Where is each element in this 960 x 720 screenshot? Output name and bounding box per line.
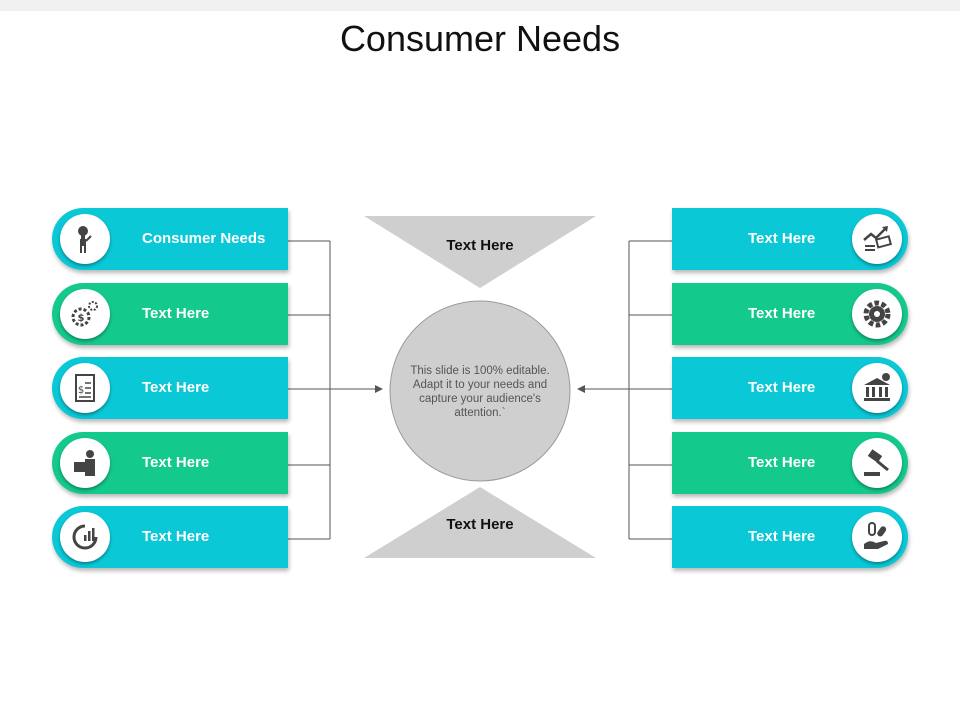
- right-card-3[interactable]: Text Here: [672, 357, 908, 419]
- right-card-3-label: Text Here: [748, 379, 816, 396]
- left-card-1[interactable]: Consumer Needs: [52, 208, 288, 270]
- right-card-5-label: Text Here: [748, 528, 816, 545]
- right-card-2-label: Text Here: [748, 305, 816, 322]
- left-card-2[interactable]: $ Text Here: [52, 283, 288, 345]
- right-connector: [577, 240, 672, 540]
- dollar-gears-icon: $: [60, 289, 110, 339]
- left-card-5[interactable]: Text Here: [52, 506, 288, 568]
- svg-text:$: $: [78, 385, 84, 396]
- right-card-4-label: Text Here: [748, 454, 816, 471]
- gavel-icon: [852, 438, 902, 488]
- right-card-1-label: Text Here: [748, 230, 816, 247]
- right-card-2[interactable]: Text Here: [672, 283, 908, 345]
- money-growth-icon: [852, 214, 902, 264]
- slide-title: Consumer Needs: [339, 18, 621, 59]
- bank-icon: [852, 363, 902, 413]
- bottom-triangle: [364, 487, 596, 558]
- pie-chart-icon: [60, 512, 110, 562]
- top-triangle-label: Text Here: [446, 237, 514, 254]
- pill-hand-icon: [852, 512, 902, 562]
- right-card-4[interactable]: Text Here: [672, 432, 908, 494]
- svg-text:$: $: [78, 313, 85, 324]
- left-card-2-label: Text Here: [142, 305, 210, 322]
- left-card-1-label: Consumer Needs: [142, 230, 266, 247]
- center-circle: [389, 300, 571, 482]
- bottom-triangle-label: Text Here: [446, 516, 514, 533]
- left-card-5-label: Text Here: [142, 528, 210, 545]
- right-card-5[interactable]: Text Here: [672, 506, 908, 568]
- invoice-icon: $: [60, 363, 110, 413]
- left-card-3-label: Text Here: [142, 379, 210, 396]
- top-bar: [0, 0, 960, 11]
- left-card-3[interactable]: $ Text Here: [52, 357, 288, 419]
- top-triangle: [364, 216, 596, 288]
- left-card-4[interactable]: Text Here: [52, 432, 288, 494]
- right-card-1[interactable]: Text Here: [672, 208, 908, 270]
- left-card-4-label: Text Here: [142, 454, 210, 471]
- left-connector: [288, 240, 383, 540]
- gear-icon: [852, 289, 902, 339]
- person-bulb-icon: [60, 214, 110, 264]
- center-description: This slide is 100% editable. Adapt it to…: [410, 365, 550, 419]
- person-box-icon: [60, 438, 110, 488]
